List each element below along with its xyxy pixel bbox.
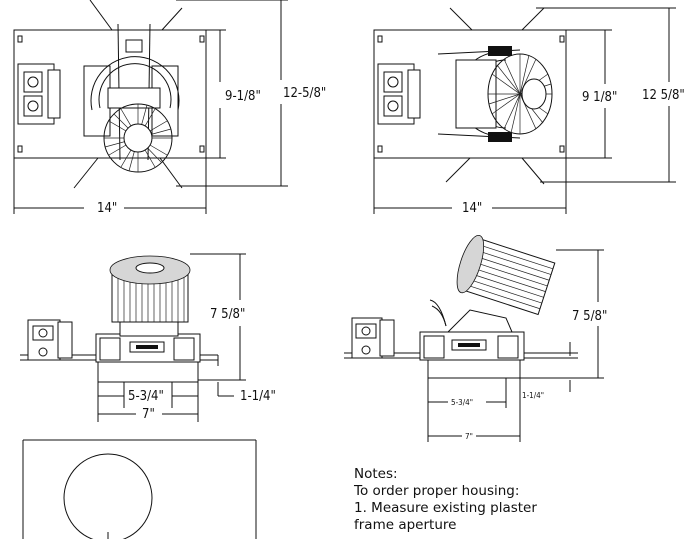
dimensions-plan-right	[373, 7, 676, 214]
dim-side-right-inner-width: 5-3/4"	[451, 398, 473, 407]
notes-line-3: frame aperture	[354, 517, 457, 533]
notes-line-2: 1. Measure existing plaster	[354, 500, 537, 516]
dim-side-right-outer-width: 7"	[465, 432, 473, 441]
dim-plan-right-width: 14"	[462, 201, 482, 216]
junction-box-right	[377, 63, 421, 125]
side-junction-box-right	[351, 317, 395, 359]
heat-sink-right	[487, 53, 553, 135]
dim-side-left-inner-width: 5-3/4"	[128, 389, 164, 404]
dimensions-side-left	[97, 253, 246, 422]
dim-side-right-height: 7 5/8"	[572, 309, 607, 324]
dim-plan-left-width: 14"	[97, 201, 117, 216]
dimensions-plan-left	[13, 0, 288, 214]
notes-block: Notes: To order proper housing: 1. Measu…	[354, 466, 684, 534]
plan-view-left: 9-1/8" 12-5/8" 14"	[13, 0, 326, 216]
dim-side-right-depth: 1-1/4"	[522, 391, 544, 400]
notes-line-1: To order proper housing:	[354, 483, 520, 499]
dim-plan-right-inner-height: 9 1/8"	[582, 90, 617, 105]
reflector-frame-left	[83, 23, 180, 161]
side-heat-sink-left	[109, 255, 191, 323]
side-heat-sink-right	[456, 234, 556, 316]
side-view-left: 7 5/8" 1-1/4" 5-3/4" 7"	[20, 253, 276, 422]
dim-plan-left-inner-height: 9-1/8"	[225, 89, 261, 104]
junction-box-left	[17, 63, 61, 125]
side-junction-box-left	[27, 319, 73, 361]
dimensions-side-right	[427, 249, 604, 442]
dim-side-left-outer-width: 7"	[142, 407, 155, 422]
notes-heading: Notes:	[354, 466, 398, 482]
heat-sink-left	[103, 103, 173, 173]
trim-plate-view	[22, 439, 257, 539]
dim-side-left-height: 7 5/8"	[210, 307, 245, 322]
plan-view-right: 9 1/8" 12 5/8" 14"	[373, 7, 685, 216]
dim-side-left-depth: 1-1/4"	[240, 389, 276, 404]
dim-plan-left-outer-height: 12-5/8"	[283, 86, 326, 101]
dim-plan-right-outer-height: 12 5/8"	[642, 88, 685, 103]
side-view-right: 7 5/8" 1-1/4" 5-3/4" 7"	[344, 234, 607, 442]
